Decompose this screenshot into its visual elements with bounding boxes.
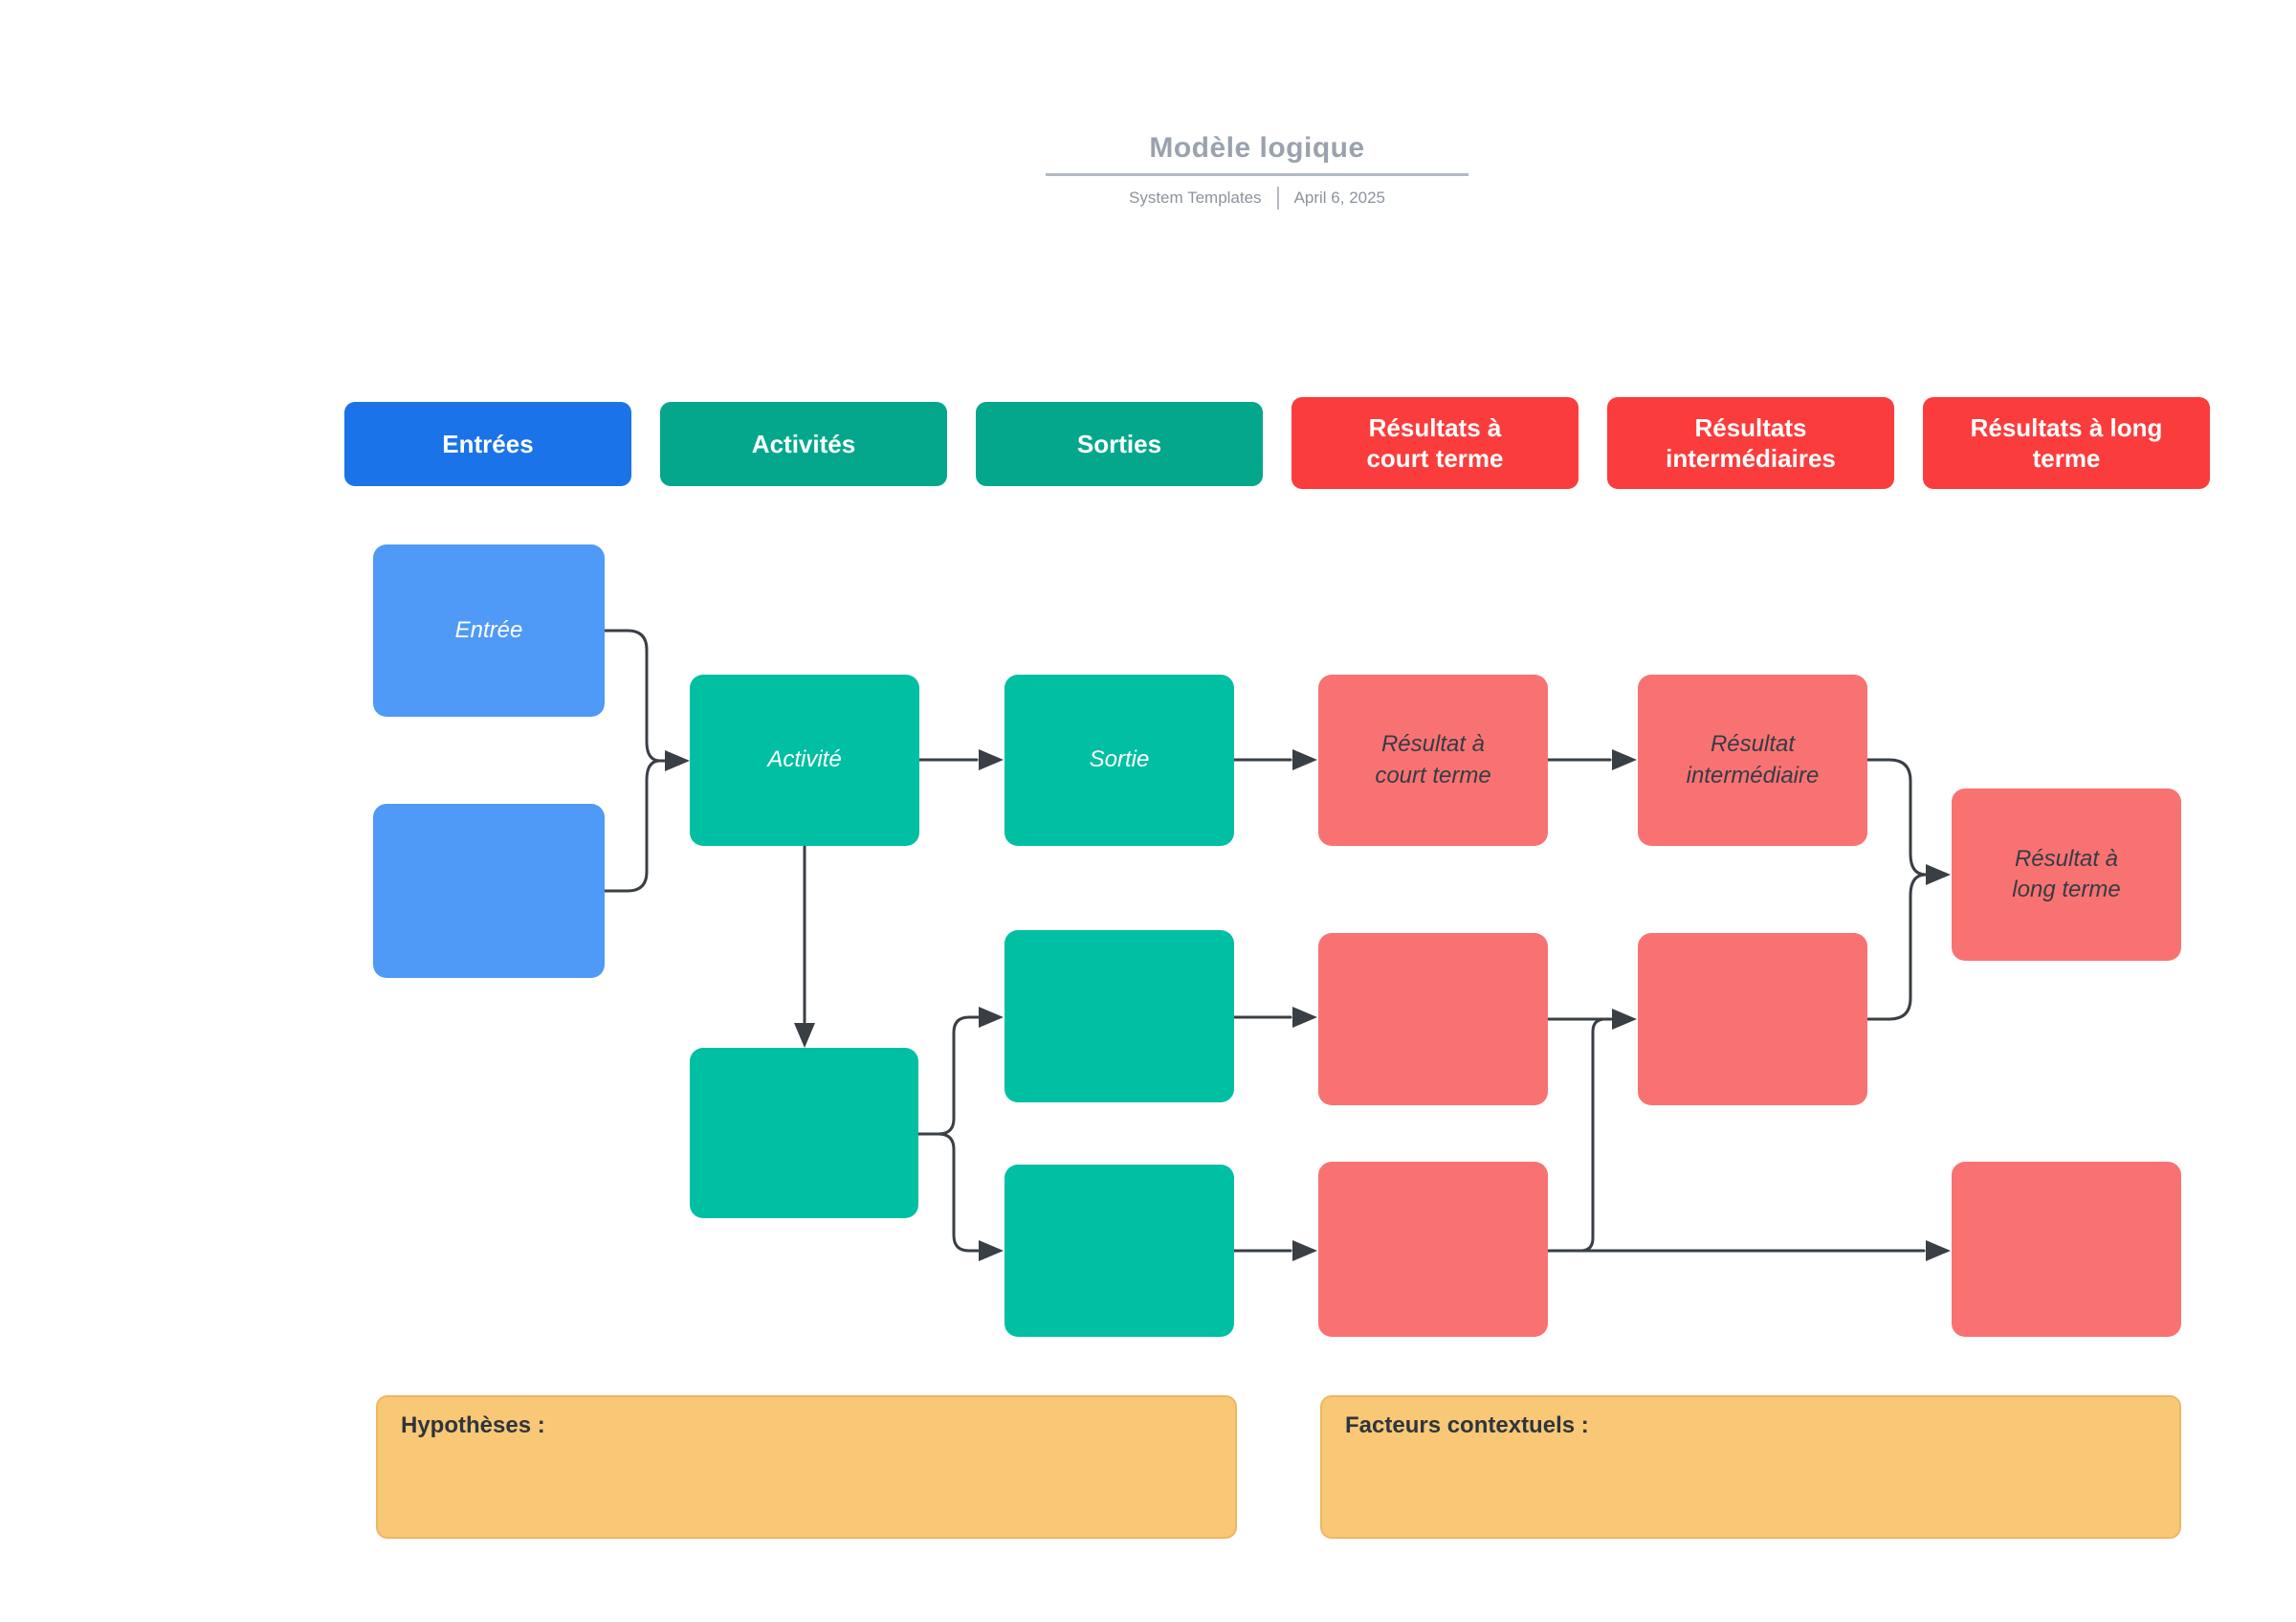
meta-date: April 6, 2025 [1293,189,1386,207]
connector-court-blank-2-branch-line [1578,1017,1613,1253]
connector-activite-to-sortie[interactable] [917,749,1004,770]
header-resultats-court-terme[interactable]: Résultats à court terme [1292,397,1578,489]
title-meta: System Templates April 6, 2025 [970,187,1544,210]
arrowhead-into-activite-blank [794,1023,815,1048]
node-activite-blank[interactable] [690,1048,918,1218]
node-resultat-court-terme[interactable]: Résultat à court terme [1318,675,1548,846]
header-sorties-label: Sorties [1076,429,1162,458]
header-resultats-intermediaires-label: Résultats intermédiaires [1666,412,1836,474]
node-resultat-long-terme[interactable]: Résultat à long terme [1952,789,2181,961]
connector-resultat-court-to-intermediaire[interactable] [1546,749,1637,770]
arrowhead-into-sortie [979,749,1004,770]
node-resultat-intermediaire-label: Résultat intermédiaire [1686,731,1820,789]
node-entree[interactable]: Entrée [373,544,605,717]
note-hypotheses-label: Hypothèses : [401,1412,545,1438]
title-block: Modèle logique System Templates April 6,… [970,132,1544,210]
connector-entree-to-activite[interactable] [603,629,690,771]
meta-separator [1276,187,1279,210]
connector-activite-blank-to-sortie-blank-2-line [916,1132,980,1253]
arrowhead-into-intermediaire-blank [1612,1009,1637,1030]
arrowhead-into-sortie-blank-1 [979,1007,1004,1028]
connector-activite-to-activite-blank[interactable] [794,844,815,1048]
connector-activite-blank-to-sortie-blank-1-line [916,1015,980,1136]
node-entree-label: Entrée [454,616,523,643]
connector-intermediaire-blank-to-long-terme[interactable] [1866,873,1928,1021]
node-sortie[interactable]: Sortie [1004,675,1234,846]
node-activite-label: Activité [767,746,842,773]
connector-intermediaire-to-long-terme-line [1866,758,1928,877]
header-resultats-intermediaires[interactable]: Résultats intermédiaires [1607,397,1894,489]
connector-intermediaire-to-long-terme[interactable] [1866,758,1951,885]
arrowhead-into-intermediaire [1612,749,1637,770]
meta-author: System Templates [1128,189,1262,207]
arrowhead-into-resultat-court [1292,749,1317,770]
node-resultat-court-blank-1[interactable] [1318,933,1548,1105]
arrowhead-into-activite [665,750,690,771]
connector-entree-blank-to-activite[interactable] [603,759,667,893]
header-entrees[interactable]: Entrées [344,402,631,486]
connector-court-blank-2-branch-to-intermediaire-blank[interactable] [1578,1017,1613,1253]
header-entrees-label: Entrées [442,429,534,458]
node-sortie-blank-2[interactable] [1004,1165,1234,1337]
node-resultat-long-terme-label: Résultat à long terme [2012,845,2121,902]
connector-court-blank-1-to-intermediaire-blank[interactable] [1546,1009,1637,1030]
arrowhead-into-court-blank-1 [1292,1007,1317,1028]
arrowhead-into-sortie-blank-2 [979,1240,1004,1261]
connector-sortie-blank-2-to-court-blank-2[interactable] [1232,1240,1317,1261]
node-resultat-court-blank-2[interactable] [1318,1162,1548,1337]
node-sortie-blank-1[interactable] [1004,930,1234,1102]
header-resultats-court-terme-label: Résultats à court terme [1366,412,1504,474]
header-resultats-long-terme-label: Résultats à long terme [1970,412,2163,474]
connector-sortie-to-resultat-court[interactable] [1232,749,1317,770]
arrowhead-into-long-terme [1926,864,1951,885]
connector-sortie-blank-1-to-court-blank-1[interactable] [1232,1007,1317,1028]
connector-court-blank-2-to-long-blank[interactable] [1546,1240,1951,1261]
node-entree-blank[interactable] [373,804,605,978]
node-resultat-court-terme-label: Résultat à court terme [1375,731,1491,789]
connector-entree-blank-to-activite-line [603,759,667,893]
connector-activite-blank-to-sortie-blank-2[interactable] [916,1132,1004,1261]
header-sorties[interactable]: Sorties [976,402,1263,486]
node-sortie-label: Sortie [1089,746,1150,773]
note-facteurs-contextuels-label: Facteurs contextuels : [1345,1412,1589,1438]
note-facteurs-contextuels[interactable]: Facteurs contextuels : [1320,1395,2181,1539]
connector-intermediaire-blank-to-long-terme-line [1866,873,1928,1021]
node-resultat-long-blank[interactable] [1952,1162,2181,1337]
arrowhead-into-court-blank-2 [1292,1240,1317,1261]
arrowhead-into-long-blank [1926,1240,1951,1261]
page-title: Modèle logique [1046,132,1468,176]
connector-entree-to-activite-line [603,629,667,763]
header-activites-label: Activités [751,429,856,458]
note-hypotheses[interactable]: Hypothèses : [376,1395,1237,1539]
header-resultats-long-terme[interactable]: Résultats à long terme [1923,397,2210,489]
connector-activite-blank-to-sortie-blank-1[interactable] [916,1007,1004,1136]
node-resultat-intermediaire-blank[interactable] [1638,933,1867,1105]
header-activites[interactable]: Activités [660,402,947,486]
node-activite[interactable]: Activité [690,675,919,846]
node-resultat-intermediaire[interactable]: Résultat intermédiaire [1638,675,1867,846]
